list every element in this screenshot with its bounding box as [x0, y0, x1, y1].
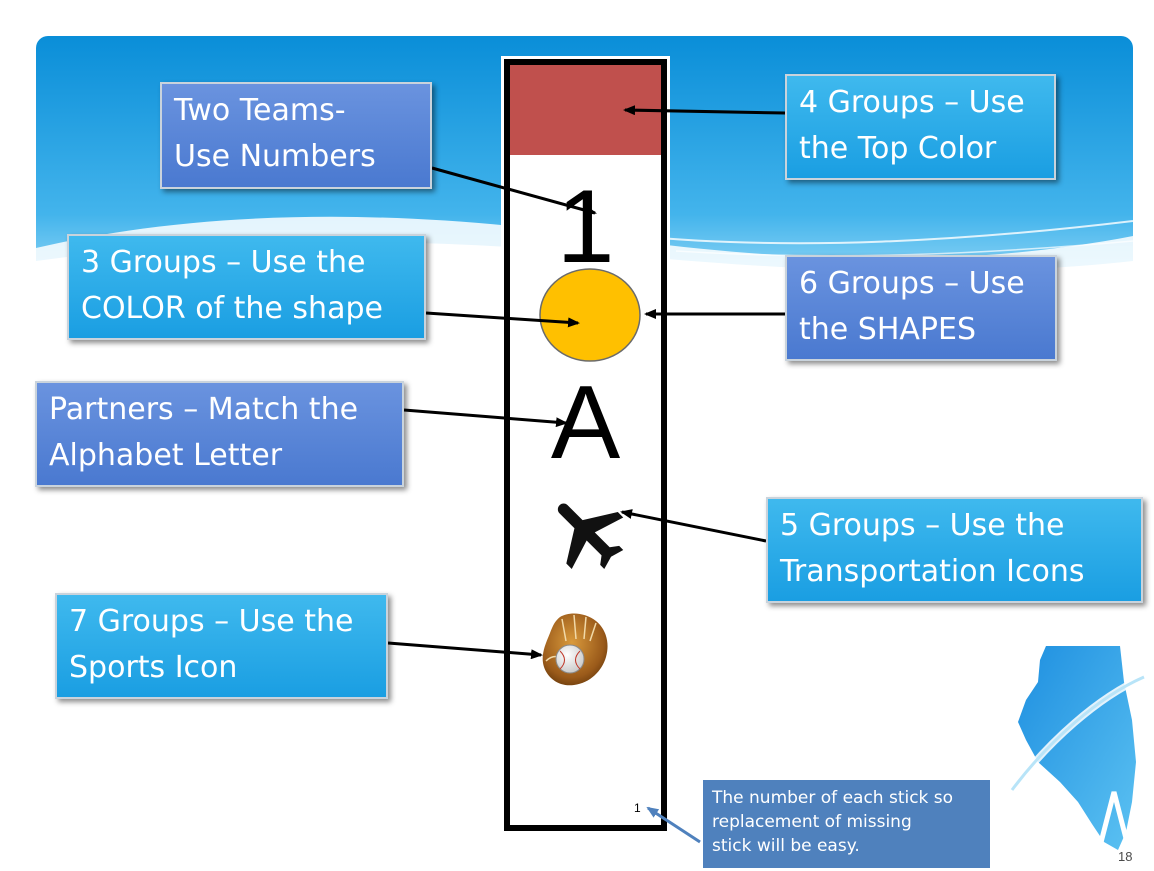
callout-five-groups-line-2: Transportation Icons [780, 554, 1085, 589]
callout-three-groups-line-1: 3 Groups – Use the [81, 245, 366, 280]
stick-number: 1 [556, 169, 615, 285]
arrow-transportation [620, 509, 767, 543]
yellow-circle-icon [539, 268, 641, 362]
callout-four-groups: 4 Groups – Use the Top Color [785, 74, 1056, 180]
arrow-letter [403, 408, 568, 428]
craft-stick: 1 A [501, 56, 670, 834]
arrow-sports [387, 641, 543, 660]
stick-baseball-glove [540, 611, 612, 692]
callout-six-groups-line-1: 6 Groups – Use [799, 266, 1025, 301]
callout-three-groups: 3 Groups – Use the COLOR of the shape [67, 234, 426, 340]
note-line-3: stick will be easy. [712, 836, 860, 856]
slide-page-number: 18 [1118, 849, 1133, 864]
callout-five-groups-line-1: 5 Groups – Use the [780, 508, 1065, 543]
callout-three-groups-line-2: COLOR of the shape [81, 291, 383, 326]
callout-partners: Partners – Match the Alphabet Letter [35, 381, 404, 487]
callout-two-teams-line-1: Two Teams- [174, 93, 346, 128]
arrow-top-color [623, 105, 786, 116]
callout-six-groups: 6 Groups – Use the SHAPES [785, 255, 1057, 361]
callout-partners-line-1: Partners – Match the [49, 392, 359, 427]
callout-two-teams: Two Teams- Use Numbers [160, 82, 432, 189]
note-line-1: The number of each stick so [712, 788, 954, 808]
callout-seven-groups-line-1: 7 Groups – Use the [69, 604, 354, 639]
callout-seven-groups-line-2: Sports Icon [69, 650, 238, 685]
note-line-2: replacement of missing [712, 812, 912, 832]
callout-five-groups: 5 Groups – Use the Transportation Icons [766, 497, 1143, 603]
baseball-glove-icon [542, 613, 608, 686]
stick-small-number: 1 [634, 801, 641, 815]
callout-seven-groups: 7 Groups – Use the Sports Icon [55, 593, 388, 699]
illinois-logo [1008, 642, 1148, 859]
arrow-shape-color [425, 311, 580, 328]
airplane-icon [557, 503, 624, 569]
arrow-numbers [431, 166, 597, 216]
note-stick-numbering: The number of each stick so replacement … [703, 780, 990, 868]
stick-circle-shape [537, 265, 643, 370]
arrow-stick-number [646, 806, 701, 844]
callout-partners-line-2: Alphabet Letter [49, 438, 283, 473]
illinois-map-icon [1009, 646, 1146, 855]
callout-four-groups-line-2: the Top Color [799, 131, 997, 166]
callout-two-teams-line-2: Use Numbers [174, 139, 376, 174]
stick-airplane [542, 485, 634, 582]
callout-four-groups-line-1: 4 Groups – Use [799, 85, 1025, 120]
callout-six-groups-line-2: the SHAPES [799, 312, 976, 347]
